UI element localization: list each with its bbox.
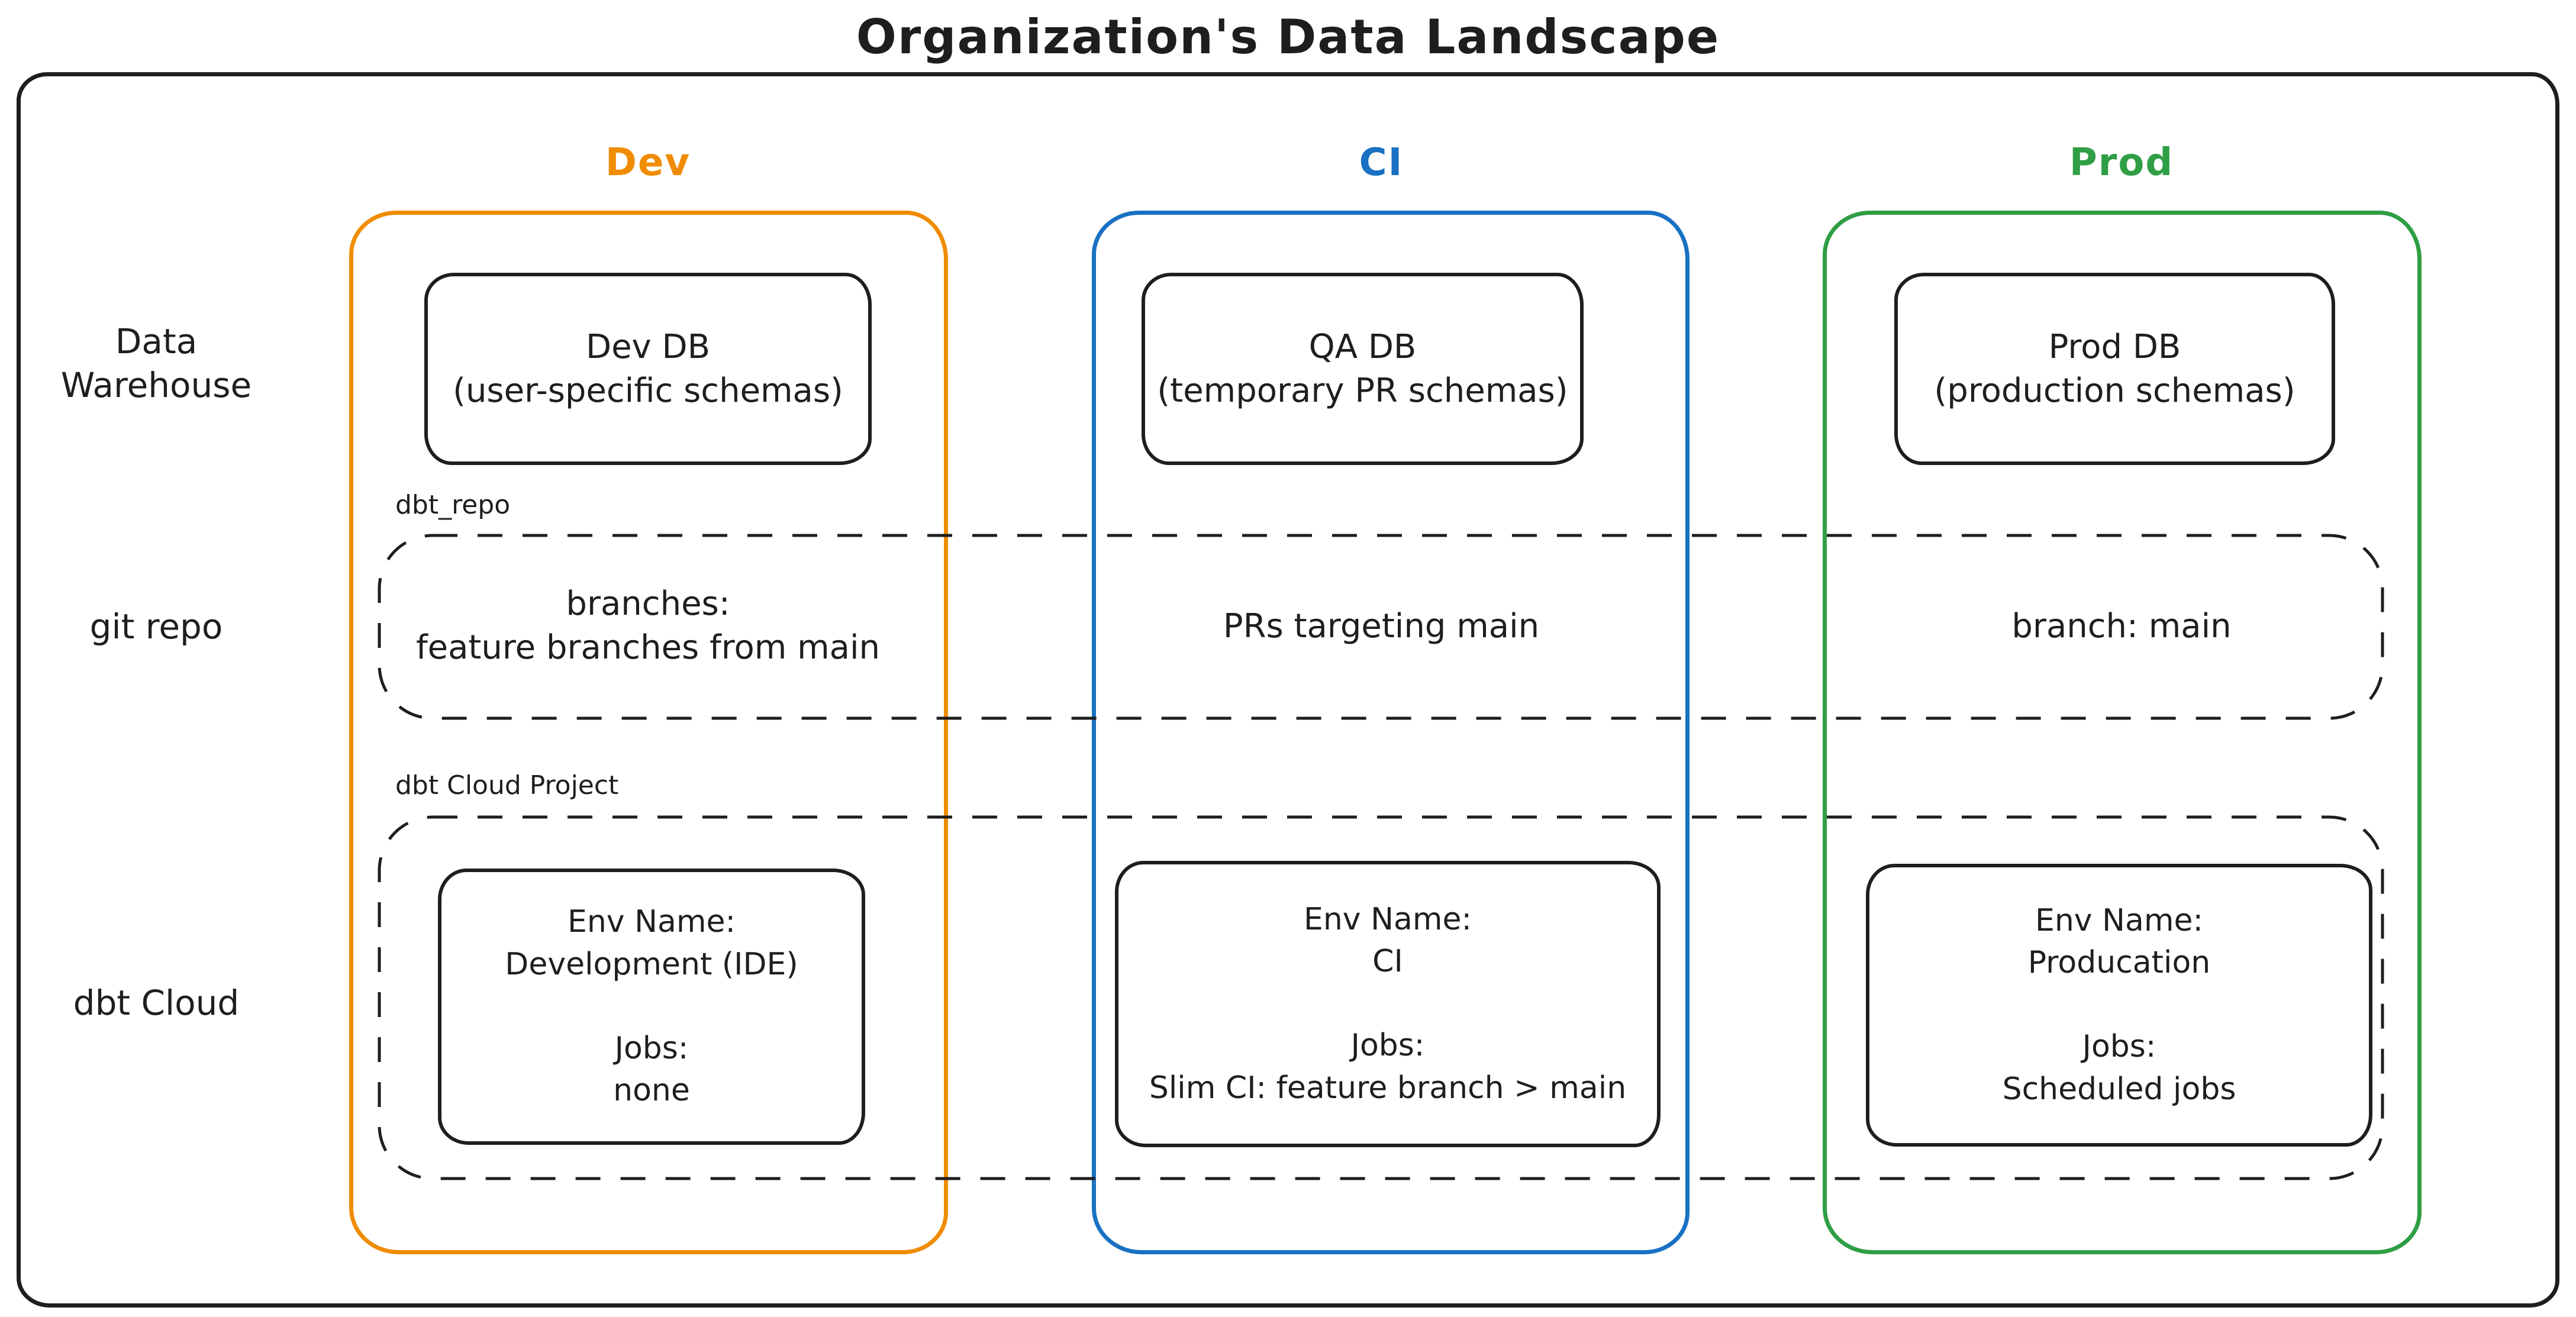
dev-env-box: Env Name: Development (IDE) Jobs: none — [438, 869, 865, 1145]
dev-env-value: Development (IDE) — [505, 946, 798, 982]
dev-env-label: Env Name: — [567, 904, 736, 940]
ci-column-box — [1092, 211, 1690, 1254]
diagram-title: Organization's Data Landscape — [856, 9, 1720, 64]
prod-db-name: Prod DB — [2048, 327, 2181, 366]
dev-jobs-label: Jobs: — [614, 1030, 689, 1066]
column-header-dev: Dev — [605, 141, 691, 185]
qa-db-box: QA DB (temporary PR schemas) — [1142, 273, 1584, 465]
prod-column-box — [1823, 211, 2422, 1254]
qa-db-subtitle: (temporary PR schemas) — [1157, 371, 1568, 410]
dev-jobs-value: none — [613, 1073, 690, 1109]
dev-column-box — [349, 211, 948, 1254]
ci-env-box: Env Name: CI Jobs: Slim CI: feature bran… — [1115, 861, 1661, 1147]
prod-env-value: Producation — [2027, 945, 2211, 981]
column-header-prod: Prod — [2069, 141, 2174, 185]
git-dev-cell: branches: feature branches from main — [415, 585, 881, 667]
row-label-git-repo: git repo — [89, 606, 223, 647]
git-ci-cell: PRs targeting main — [1223, 607, 1540, 645]
qa-db-name: QA DB — [1308, 327, 1417, 366]
dbt-cloud-project-label: dbt Cloud Project — [395, 770, 619, 800]
outer-frame — [17, 72, 2559, 1308]
ci-env-value: CI — [1372, 944, 1403, 980]
dev-db-subtitle: (user-specific schemas) — [453, 371, 843, 410]
column-header-ci: CI — [1359, 141, 1404, 185]
prod-env-box: Env Name: Producation Jobs: Scheduled jo… — [1866, 864, 2372, 1147]
prod-db-box: Prod DB (production schemas) — [1894, 273, 2335, 465]
git-prod-cell: branch: main — [2011, 607, 2232, 645]
ci-env-label: Env Name: — [1303, 901, 1472, 937]
ci-jobs-label: Jobs: — [1350, 1028, 1425, 1063]
row-label-dbt-cloud: dbt Cloud — [73, 983, 240, 1023]
prod-env-label: Env Name: — [2035, 902, 2204, 938]
dev-db-name: Dev DB — [585, 327, 711, 366]
ci-jobs-value: Slim CI: feature branch > main — [1149, 1070, 1627, 1106]
prod-jobs-value: Scheduled jobs — [2002, 1071, 2236, 1107]
prod-db-subtitle: (production schemas) — [1934, 371, 2295, 410]
dev-db-box: Dev DB (user-specific schemas) — [424, 273, 872, 465]
dbt-repo-label: dbt_repo — [395, 490, 511, 520]
row-label-data-warehouse: Data Warehouse — [60, 321, 252, 406]
prod-jobs-label: Jobs: — [2082, 1029, 2156, 1064]
